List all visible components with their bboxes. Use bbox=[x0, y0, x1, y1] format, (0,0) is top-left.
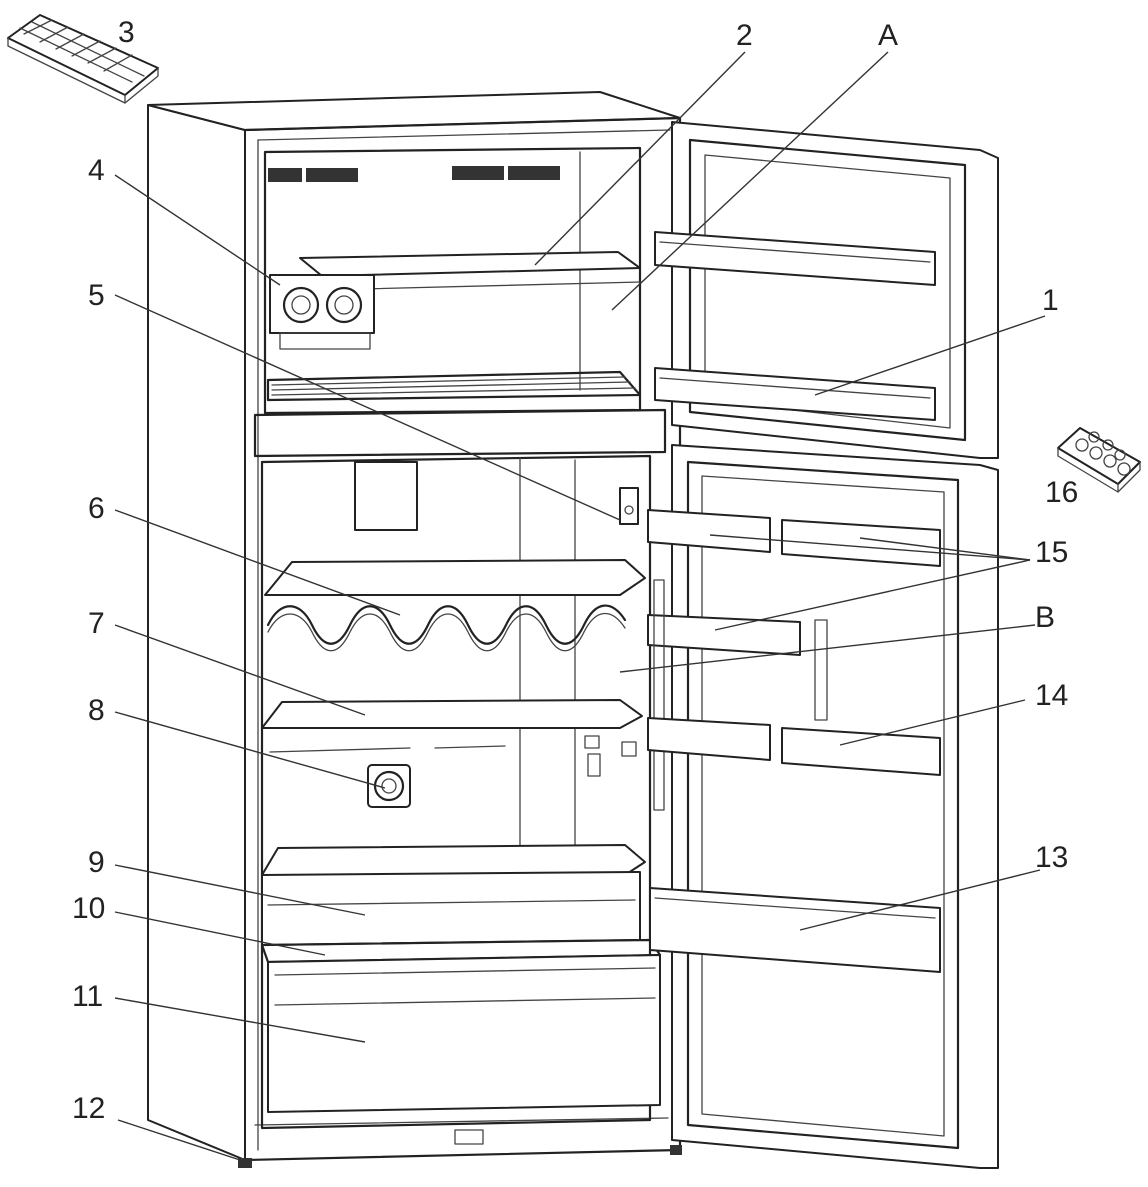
callout-1: 1 bbox=[1042, 284, 1059, 317]
callout-13: 13 bbox=[1035, 841, 1068, 874]
fan-cover bbox=[367, 764, 411, 808]
freezer-compartment bbox=[263, 146, 642, 415]
fridge-door-shelf-middle bbox=[647, 614, 801, 656]
callout-a: A bbox=[878, 19, 898, 52]
callout-6: 6 bbox=[88, 492, 105, 525]
fridge-door-shelf-lower-right bbox=[781, 727, 941, 776]
fridge-compartment bbox=[260, 454, 662, 1130]
glass-shelf-upper bbox=[264, 559, 646, 596]
ice-tray-holder bbox=[269, 274, 375, 350]
callouts: 3 2 A 4 5 1 16 6 15 B 7 14 8 13 9 10 11 … bbox=[72, 16, 1078, 1125]
callout-7: 7 bbox=[88, 607, 105, 640]
fridge-door bbox=[647, 444, 999, 1169]
callout-5: 5 bbox=[88, 279, 105, 312]
callout-2: 2 bbox=[736, 19, 753, 52]
freezer-shelf bbox=[299, 251, 641, 277]
freezer-door bbox=[654, 121, 999, 459]
callout-11: 11 bbox=[72, 980, 103, 1013]
callout-3: 3 bbox=[118, 16, 135, 49]
freezer-floor-grid bbox=[266, 370, 642, 402]
callout-15: 15 bbox=[1035, 536, 1068, 569]
fridge-door-shelf-top-right bbox=[781, 519, 941, 567]
air-duct bbox=[354, 461, 418, 531]
ice-tray bbox=[7, 14, 159, 104]
fridge-door-shelf-lower-left bbox=[647, 717, 771, 761]
callout-16: 16 bbox=[1045, 476, 1078, 509]
leveling-foot bbox=[238, 1145, 682, 1168]
wine-rack bbox=[266, 604, 627, 652]
freezer-door-shelf-lower bbox=[654, 367, 936, 421]
fridge-door-shelf-top-left bbox=[647, 509, 771, 553]
callout-12: 12 bbox=[72, 1092, 105, 1125]
callout-10: 10 bbox=[72, 892, 105, 925]
callout-8: 8 bbox=[88, 694, 105, 727]
callout-9: 9 bbox=[88, 846, 105, 879]
callout-4: 4 bbox=[88, 154, 105, 187]
cabinet bbox=[147, 91, 682, 1162]
freezer-door-shelf-upper bbox=[654, 231, 936, 286]
callout-b: B bbox=[1035, 601, 1055, 634]
leader-lines bbox=[114, 51, 1046, 1161]
crisper-drawer bbox=[267, 954, 661, 1113]
crisper-cover-shelf bbox=[261, 844, 646, 876]
callout-14: 14 bbox=[1035, 679, 1068, 712]
egg-tray bbox=[1057, 427, 1141, 493]
glass-shelf-middle bbox=[261, 699, 643, 729]
freezer-vents bbox=[268, 166, 560, 182]
bottle-shelf bbox=[649, 887, 941, 973]
